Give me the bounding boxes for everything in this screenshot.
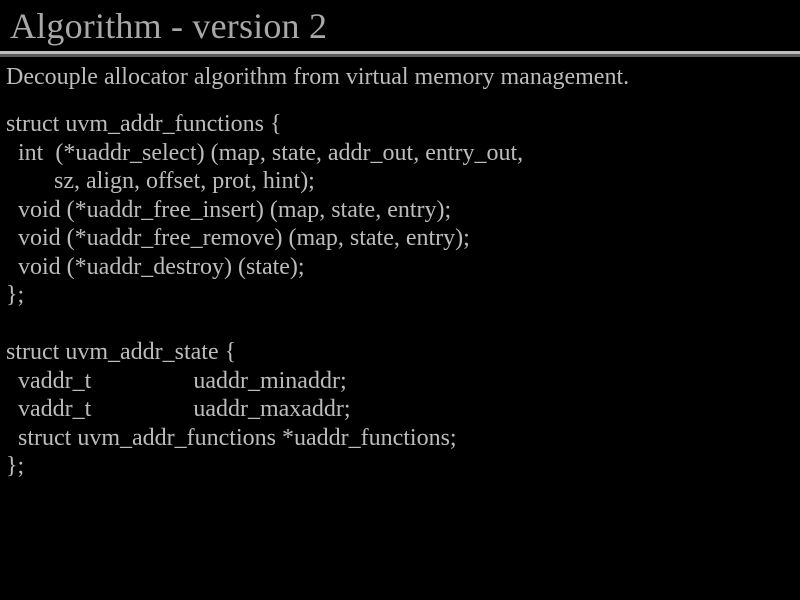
rule-dark-band xyxy=(0,54,800,57)
code-line: vaddr_t uaddr_minaddr; xyxy=(6,367,347,394)
code-line: }; xyxy=(6,453,25,479)
code-line: }; xyxy=(6,282,25,308)
title-separator-rule xyxy=(0,51,800,57)
code-line: vaddr_t uaddr_maxaddr; xyxy=(6,396,351,422)
code-line: sz, align, offset, prot, hint); xyxy=(6,168,315,194)
slide-body: Decouple allocator algorithm from virtua… xyxy=(0,60,800,481)
code-line: struct uvm_addr_state { xyxy=(6,339,237,365)
slide-title: Algorithm - version 2 xyxy=(10,6,328,46)
code-block-uvm-addr-functions: struct uvm_addr_functions { int (*uaddr_… xyxy=(0,110,800,310)
rule-light-band xyxy=(0,51,800,54)
code-line: void (*uaddr_free_insert) (map, state, e… xyxy=(6,196,452,223)
slide-lead-text: Decouple allocator algorithm from virtua… xyxy=(6,64,630,90)
code-line: void (*uaddr_destroy) (state); xyxy=(6,253,305,280)
code-line: int (*uaddr_select) (map, state, addr_ou… xyxy=(6,139,524,166)
code-line: void (*uaddr_free_remove) (map, state, e… xyxy=(6,225,470,251)
code-line: struct uvm_addr_functions *uaddr_functio… xyxy=(6,424,457,451)
code-block-uvm-addr-state: struct uvm_addr_state { vaddr_t uaddr_mi… xyxy=(0,338,800,481)
code-line: struct uvm_addr_functions { xyxy=(6,111,282,137)
